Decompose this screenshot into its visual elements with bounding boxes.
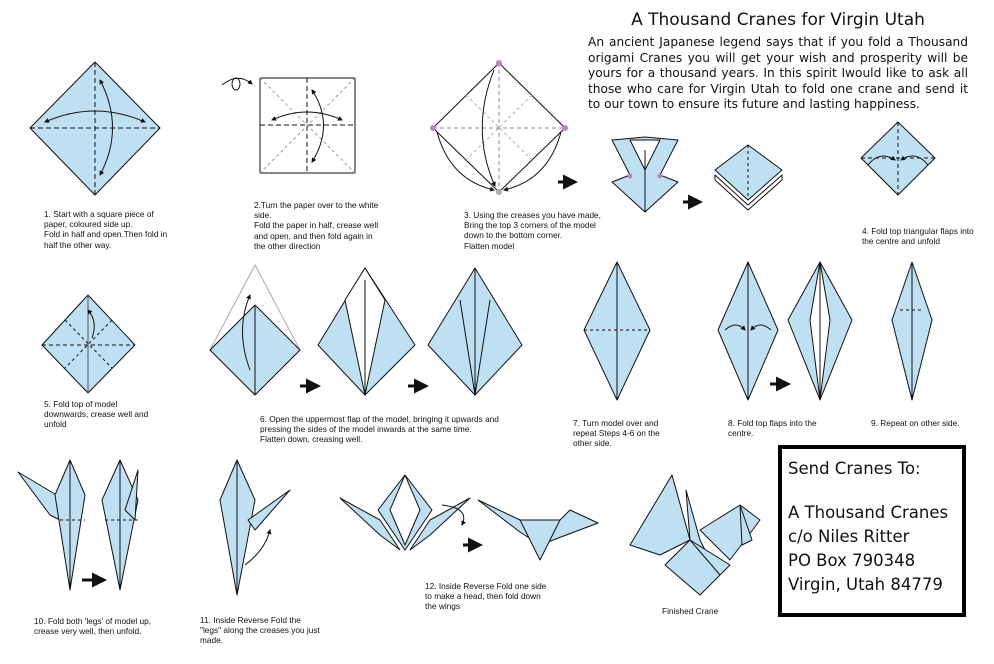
step11-diagram [219,459,291,596]
address-line-1: A Thousand Cranes [788,503,949,522]
step-8-caption: 8. Fold top flaps into the centre. [728,418,817,439]
step-2-caption: 2.Turn the paper over to the white side.… [254,200,379,251]
intro-paragraph: An ancient Japanese legend says that if … [588,35,968,112]
step9-diagram [891,261,933,401]
step-3-caption: 3. Using the creases you have made, Brin… [464,210,601,251]
step7-diagram [583,261,651,401]
step-12-caption: 12. Inside Reverse Fold one side to make… [425,581,547,612]
step-6-caption: 6. Open the uppermost flap of the model,… [260,414,499,445]
step12-diagram [339,474,599,561]
step10-diagram [17,459,139,591]
step5-diagram [41,294,136,394]
step-9-caption: 9. Repeat on other side. [871,418,960,428]
address-line-4: Virgin, Utah 84779 [788,575,943,594]
step-1-caption: 1. Start with a square piece of paper, c… [44,209,168,250]
address-line-3: PO Box 790348 [788,551,916,570]
step3-collapse-diagram [558,136,783,213]
finished-crane-diagram [629,474,761,596]
step8-diagram [717,261,853,401]
page-title: A Thousand Cranes for Virgin Utah [631,10,925,30]
step1-diagram [29,61,161,196]
step6-diagram [209,264,523,396]
step-11-caption: 11. Inside Reverse Fold the "legs" along… [200,615,320,646]
step-4-caption: 4. Fold top triangular flaps into the ce… [862,226,974,247]
address-line-2: c/o Niles Ritter [788,527,910,546]
step-10-caption: 10. Fold both 'legs' of model up, crease… [34,616,152,637]
step3-diagram [430,60,568,195]
address-box: Send Cranes To: A Thousand Cranes c/o Ni… [778,445,966,617]
address-heading: Send Cranes To: [788,459,921,478]
finished-crane-caption: Finished Crane [662,606,719,616]
step-7-caption: 7. Turn model over and repeat Steps 4-6 … [573,418,660,449]
step4-diagram [860,121,936,196]
step-5-caption: 5. Fold top of model downwards, crease w… [44,399,149,430]
step2-diagram [221,77,356,174]
